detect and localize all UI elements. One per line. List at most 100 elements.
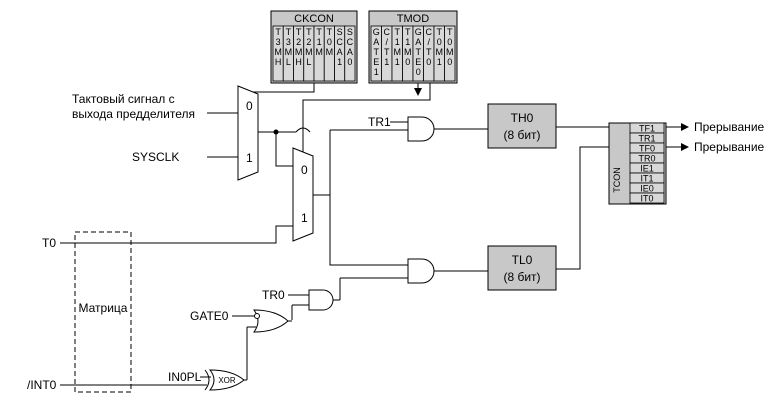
ckcon-bit-char: H — [275, 57, 282, 67]
ckcon-bit-char: C — [336, 37, 343, 47]
tmod-bit-char: T — [384, 47, 390, 57]
ckcon-bit-char: 3 — [276, 37, 281, 47]
ckcon-bit-char: 0 — [327, 37, 332, 47]
th0-name: TH0 — [511, 111, 534, 125]
tmod-bit-char: G — [415, 27, 422, 37]
ckcon-bit-char: H — [295, 57, 302, 67]
sysclk-label: SYSCLK — [132, 150, 179, 164]
tmod-bit-char: 1 — [374, 67, 379, 77]
ckcon-bit-char: M — [315, 47, 323, 57]
tmod-bit-char: 0 — [416, 67, 421, 77]
tmod-ct0-wire — [299, 83, 431, 161]
tmod-bit-char: T — [374, 47, 380, 57]
tmod-title: TMOD — [397, 13, 429, 25]
tcon-bit-ie0: IE0 — [640, 184, 654, 194]
tmod-bit-char: 1 — [405, 37, 410, 47]
tmod-bit-char: T — [405, 27, 411, 37]
tmod-bit-char: 0 — [426, 57, 431, 67]
tmod-bit-char: M — [446, 47, 454, 57]
or-gate — [253, 309, 289, 333]
th0-register: TH0 (8 бит) — [487, 103, 557, 149]
ckcon-bit-char: S — [347, 27, 353, 37]
mux-bot-input-1: 1 — [301, 211, 308, 225]
t0-label: T0 — [42, 236, 56, 250]
int0-label: /INT0 — [27, 378, 57, 392]
ckcon-bit-char: 1 — [337, 57, 342, 67]
xor-input-curve — [204, 369, 210, 391]
interrupt1-label: Прерывание — [694, 120, 765, 134]
clock-source-mux: 0 1 — [237, 85, 259, 181]
tmod-bit-char: 0 — [405, 57, 410, 67]
ckcon-bit-char: 3 — [286, 37, 291, 47]
th0-size: (8 бит) — [503, 128, 540, 142]
tmod-bit-char: T — [437, 27, 443, 37]
wire-hop — [295, 127, 311, 133]
tr1-label: TR1 — [368, 115, 391, 129]
tmod-bit-char: 1 — [395, 37, 400, 47]
tmod-bit-char: C — [426, 27, 433, 37]
tmod-bit-cell — [444, 25, 456, 82]
tmod-bit-char: E — [373, 57, 379, 67]
tmod-bit-char: M — [394, 47, 402, 57]
ckcon-bit-cell — [344, 25, 356, 82]
mux-bot-out-wire — [313, 194, 408, 266]
mux-top-input-0: 0 — [246, 99, 253, 113]
tmod-bit-char: T — [426, 47, 432, 57]
tcon-bit-tr1: TR1 — [638, 134, 655, 144]
tcon-bit-tf1: TF1 — [639, 124, 655, 134]
tmod-bit-char: T — [395, 27, 401, 37]
tmod-bit-char: C — [384, 27, 391, 37]
tl0-overflow-wire — [556, 146, 630, 270]
mux-top-to-bottom-wire — [275, 132, 293, 167]
tmod-bit-char: T — [416, 47, 422, 57]
ckcon-bit-char: T — [275, 27, 281, 37]
tmod-bit-char: 0 — [437, 37, 442, 47]
tmod-bit-char: / — [427, 37, 430, 47]
ckcon-bit-char: 1 — [317, 37, 322, 47]
ckcon-bit-char: 2 — [306, 37, 311, 47]
clock-label-line1: Тактовый сигнал с — [72, 92, 175, 106]
tcon-title: TCON — [612, 167, 622, 193]
mux-top-input-1: 1 — [246, 151, 253, 165]
ckcon-bit-char: S — [337, 27, 343, 37]
gate0-label: GATE0 — [190, 309, 229, 323]
ckcon-bit-char: M — [285, 47, 293, 57]
and-gate-tl0 — [407, 258, 435, 284]
tmod-bit-char: 1 — [437, 57, 442, 67]
tcon-bit-tr0: TR0 — [638, 154, 655, 164]
ckcon-title: CKCON — [294, 13, 334, 25]
tl0-size: (8 бит) — [503, 270, 540, 284]
tmod-bit-char: E — [415, 57, 421, 67]
tmod-bit-char: A — [415, 37, 421, 47]
ckcon-bit-char: M — [326, 47, 334, 57]
tcon-bit-ie1: IE1 — [640, 164, 654, 174]
tl0-register: TL0 (8 бит) — [487, 245, 557, 291]
ckcon-bit-char: T — [296, 27, 302, 37]
tr0-label: TR0 — [262, 288, 285, 302]
xor-label: XOR — [218, 376, 236, 385]
crossbar-matrix: Матрица — [74, 231, 132, 393]
tmod-bit-char: M — [436, 47, 444, 57]
ckcon-bit-char: L — [286, 57, 291, 67]
ckcon-bit-char: L — [306, 57, 311, 67]
ckcon-bit-char: T — [316, 27, 322, 37]
tcon-bit-cell — [629, 192, 665, 204]
tcon-bit-it0: IT0 — [640, 194, 653, 204]
in0pl-label: IN0PL — [168, 370, 202, 384]
counter-source-mux: 0 1 — [292, 147, 314, 242]
tmod-bit-char: G — [373, 27, 380, 37]
ckcon-bit-char: 0 — [347, 57, 352, 67]
ckcon-bit-char: 2 — [296, 37, 301, 47]
t0-wire — [60, 225, 293, 244]
and-gate-tr1 — [407, 116, 435, 142]
tmod-bit-char: 0 — [447, 37, 452, 47]
xor-gate: XOR — [204, 369, 245, 391]
tmod-bit-char: A — [373, 37, 379, 47]
clock-label-line2: выхода предделителя — [72, 107, 195, 121]
ckcon-bit-char: M — [295, 47, 303, 57]
